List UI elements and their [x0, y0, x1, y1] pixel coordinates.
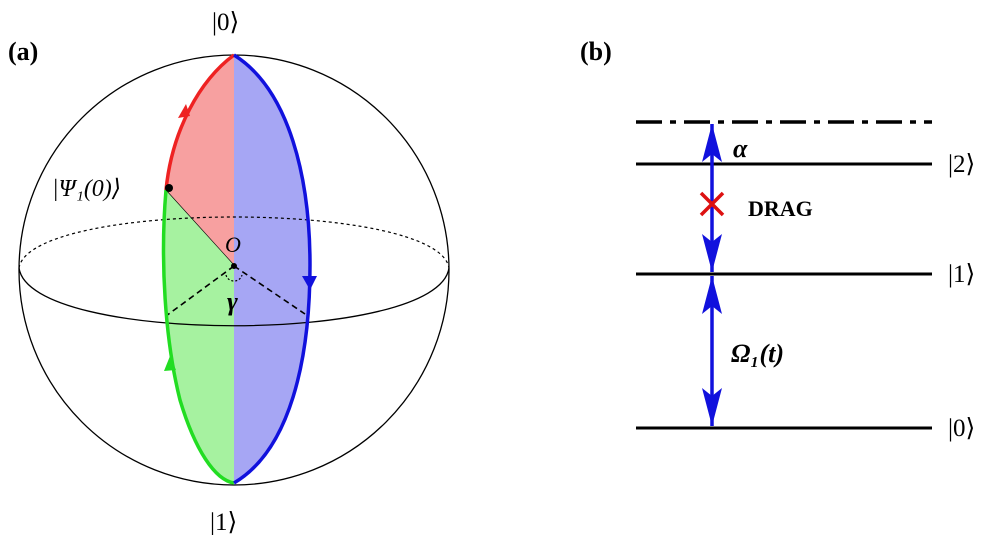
omega-label: Ω₁(t)	[731, 339, 784, 368]
panel-b-label: (b)	[580, 37, 612, 66]
alpha-label: α	[733, 134, 748, 163]
drag-label: DRAG	[748, 196, 813, 221]
level-1-label: |1⟩	[948, 261, 975, 288]
equator-back	[18, 216, 450, 269]
dashed-line-right	[233, 265, 306, 315]
omega-arrow-head-down	[702, 388, 722, 426]
blue-arrowhead	[302, 276, 317, 290]
drag-arrow-head-down	[702, 234, 722, 272]
green-arrowhead	[164, 356, 176, 371]
green-path	[161, 189, 235, 485]
red-sector	[166, 55, 234, 265]
panel-a: (a) |0⟩ |1⟩ |Ψ₁(0)⟩ O γ	[8, 9, 450, 535]
red-path	[164, 53, 236, 191]
center-to-psi	[165, 189, 235, 266]
psi-label: |Ψ₁(0)⟩	[52, 176, 121, 202]
panel-b: (b) |2⟩ |1⟩ |0⟩ α DRAG Ω₁(t)	[580, 37, 975, 442]
equator-front	[18, 267, 450, 327]
omega-arrow-head-up	[702, 276, 722, 314]
dashed-line-left	[165, 265, 235, 317]
blue-sector	[234, 55, 310, 483]
level-2-label: |2⟩	[948, 151, 975, 178]
ket-bottom-label: |1⟩	[210, 509, 237, 535]
origin-label: O	[225, 232, 241, 257]
center-dot	[231, 263, 237, 269]
drag-arrow-head-up	[702, 124, 722, 162]
panel-a-label: (a)	[8, 37, 38, 66]
angle-arc	[225, 274, 243, 282]
drag-cross-icon	[699, 191, 725, 217]
red-arrowhead	[178, 104, 190, 118]
psi-point	[165, 184, 173, 192]
gamma-label: γ	[227, 287, 238, 316]
blue-path	[233, 53, 312, 485]
level-0-label: |0⟩	[948, 415, 975, 442]
ket-top-label: |0⟩	[212, 9, 239, 36]
green-sector	[163, 190, 234, 483]
